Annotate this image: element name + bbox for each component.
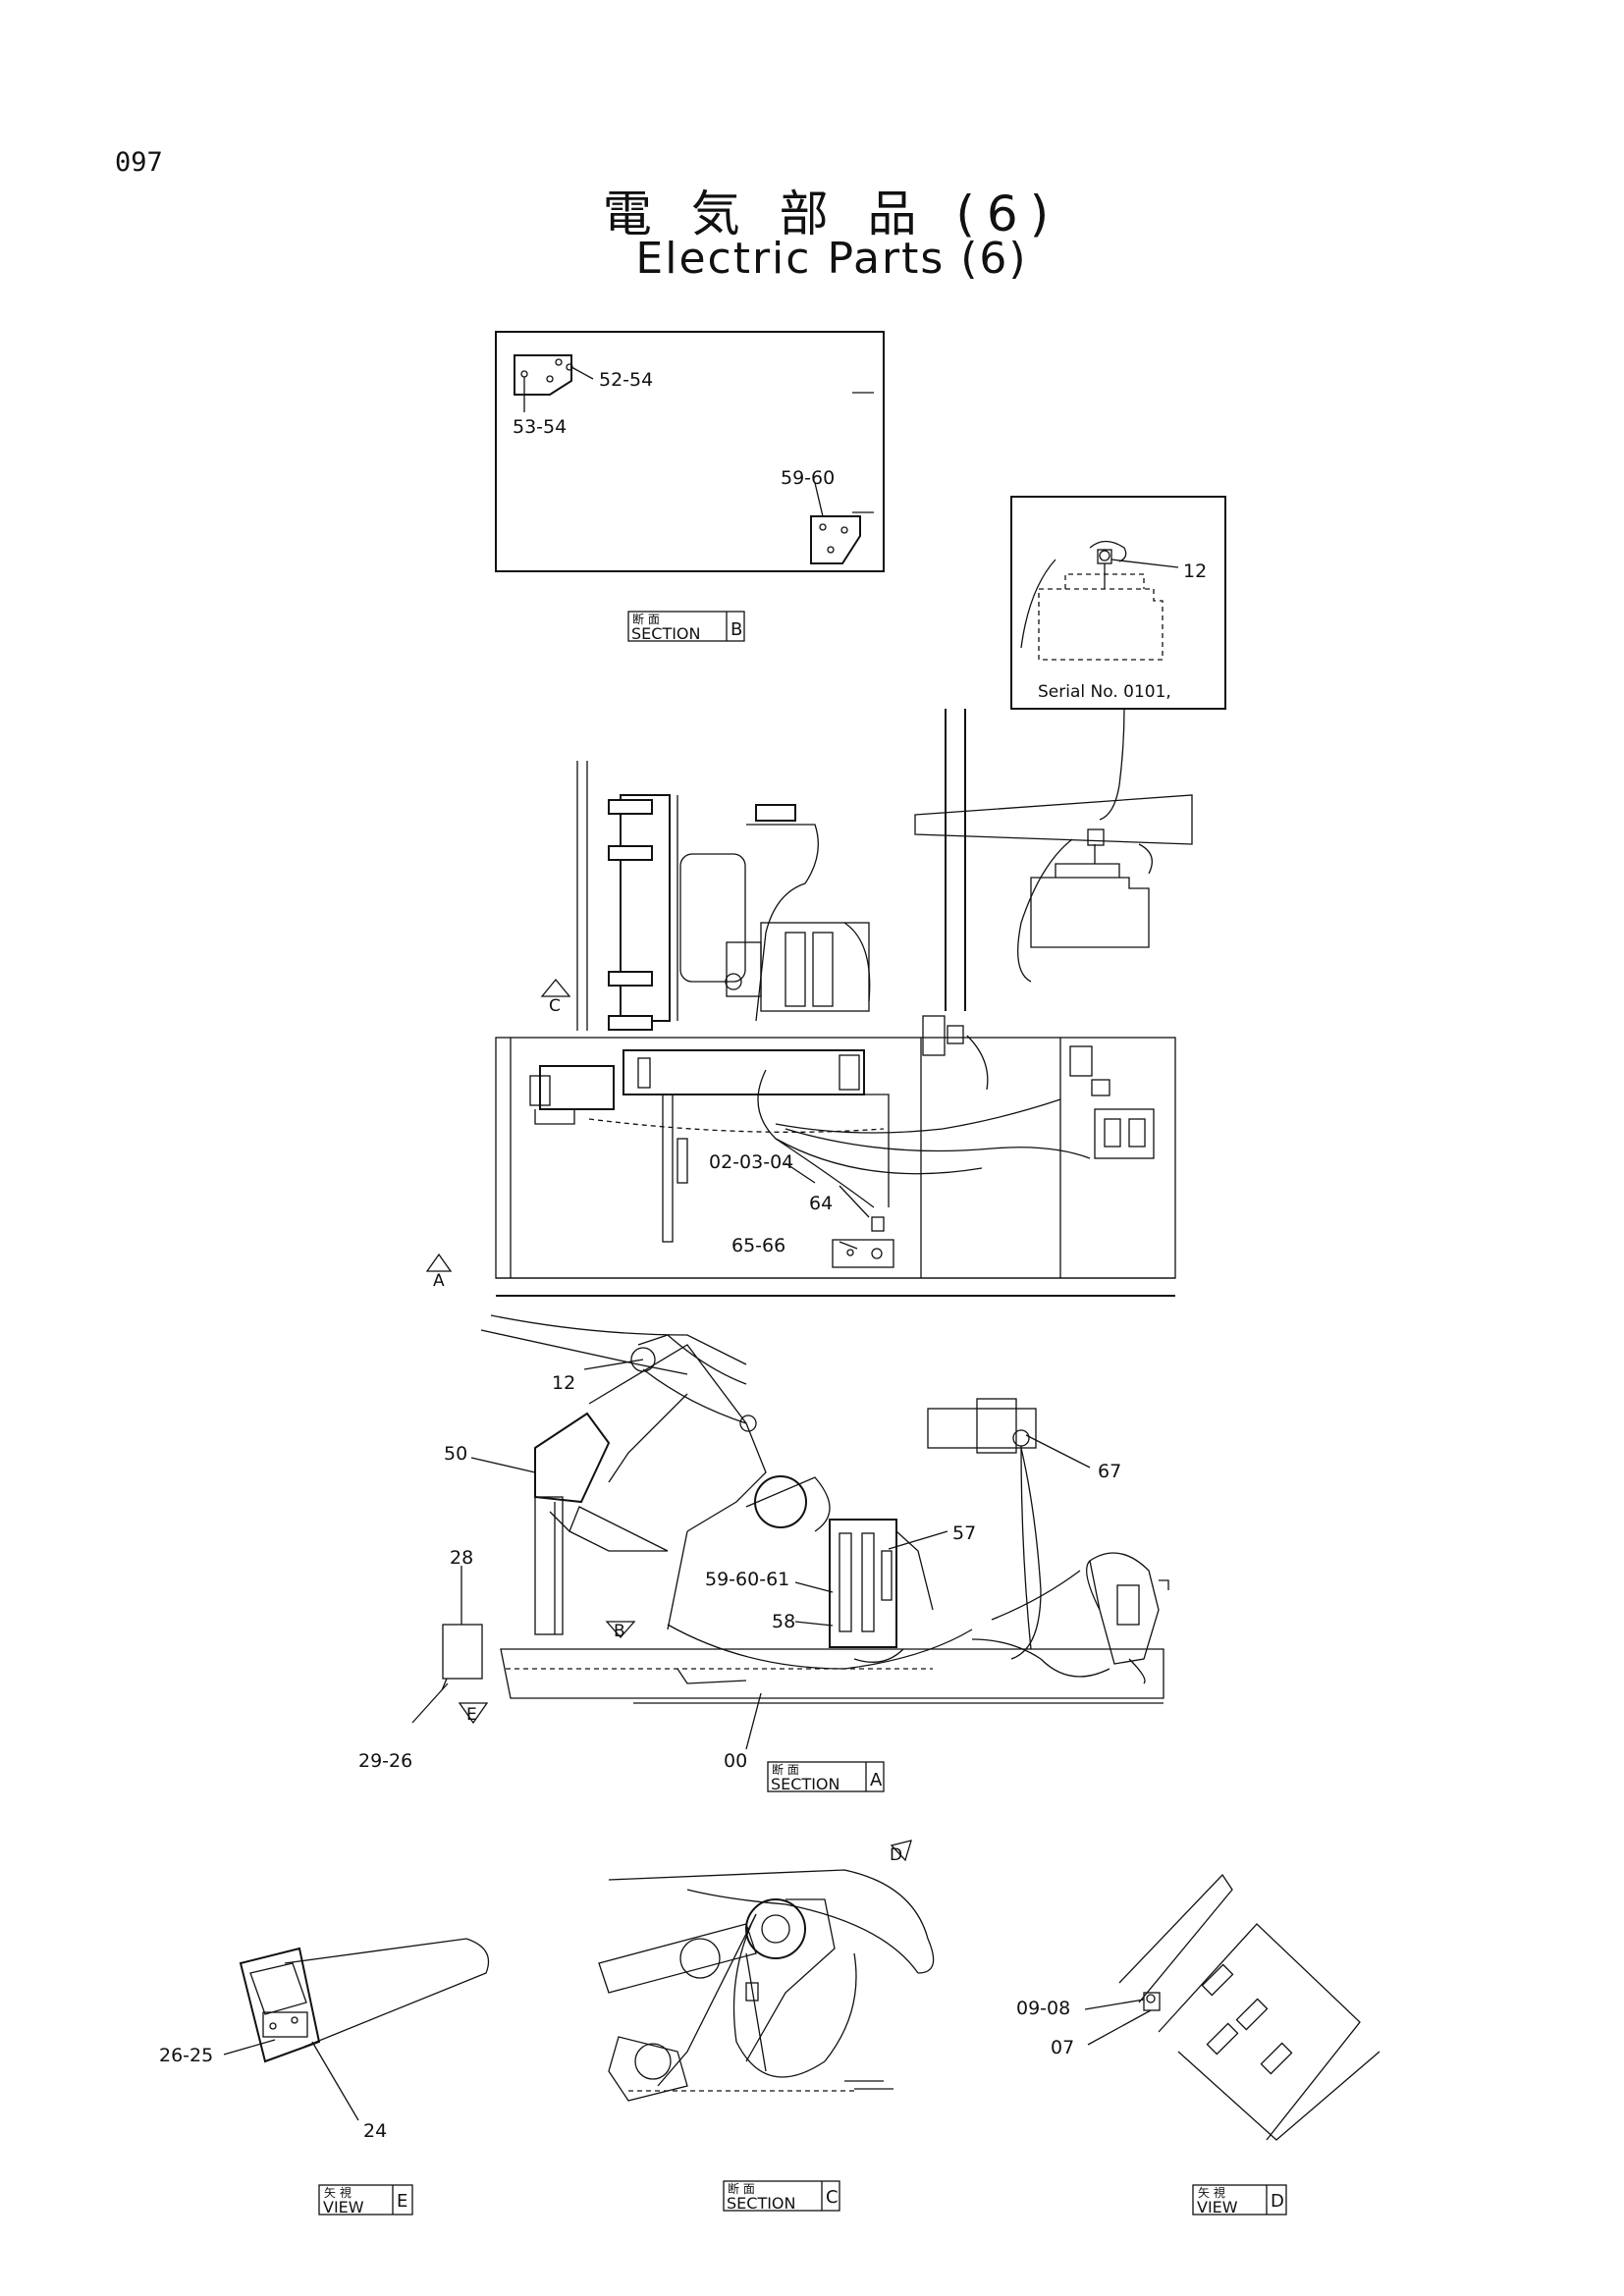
- label-12-inset: 12: [1183, 561, 1207, 582]
- label-53-54: 53-54: [513, 416, 567, 438]
- label-65-66: 65-66: [731, 1235, 785, 1256]
- caption-section-a: 断 面 SECTION A: [767, 1761, 885, 1793]
- svg-text:矢 視: 矢 視: [324, 2185, 352, 2200]
- serial-number-inset: 12 Serial No. 0101,: [1010, 496, 1226, 821]
- caption-section-c: 断 面 SECTION C: [723, 2180, 840, 2213]
- view-marker-c: C: [540, 978, 571, 1016]
- view-e-detail: 26-25 24: [159, 1938, 490, 2142]
- view-marker-d: D: [890, 1840, 912, 1865]
- label-29-26: 29-26: [358, 1750, 412, 1772]
- svg-text:D: D: [1271, 2191, 1284, 2212]
- svg-text:E: E: [466, 1705, 477, 1725]
- page-number: 097: [115, 147, 163, 178]
- label-24: 24: [363, 2120, 387, 2142]
- svg-text:VIEW: VIEW: [323, 2198, 364, 2216]
- caption-view-d: 矢 視 VIEW D: [1192, 2184, 1287, 2216]
- view-marker-e: E: [458, 1702, 489, 1725]
- label-02-03-04: 02-03-04: [709, 1151, 793, 1173]
- label-12-main: 12: [552, 1372, 575, 1394]
- view-marker-b: B: [605, 1621, 636, 1641]
- section-a-side-view: 12 50 28 29-26 57 67 59-60-61 58 00 B E: [358, 1314, 1169, 1772]
- label-59-60-61: 59-60-61: [705, 1569, 789, 1590]
- label-50: 50: [444, 1443, 467, 1465]
- svg-text:断 面: 断 面: [632, 612, 660, 626]
- svg-text:B: B: [614, 1622, 625, 1641]
- caption-view-e: 矢 視 VIEW E: [318, 2184, 413, 2216]
- svg-text:B: B: [731, 619, 742, 640]
- svg-text:SECTION: SECTION: [771, 1775, 840, 1793]
- label-09-08: 09-08: [1016, 1998, 1070, 2019]
- svg-text:矢 視: 矢 視: [1198, 2185, 1225, 2200]
- serial-number-text: Serial No. 0101,: [1038, 682, 1171, 702]
- section-b-detail: 52-54 53-54 59-60: [495, 331, 885, 572]
- svg-text:断 面: 断 面: [772, 1762, 799, 1777]
- label-07: 07: [1051, 2037, 1074, 2058]
- main-machine-view: 02-03-04 64 65-66 C A: [425, 709, 1193, 1297]
- svg-text:SECTION: SECTION: [631, 624, 701, 643]
- svg-text:A: A: [433, 1271, 445, 1291]
- view-d-detail: 09-08 07: [1016, 1873, 1380, 2141]
- label-57: 57: [952, 1522, 976, 1544]
- label-28: 28: [450, 1547, 473, 1569]
- caption-section-b: 断 面 SECTION B: [627, 611, 745, 643]
- label-59-60: 59-60: [781, 467, 835, 489]
- svg-text:断 面: 断 面: [728, 2181, 755, 2196]
- label-67: 67: [1098, 1461, 1121, 1482]
- svg-text:A: A: [870, 1770, 883, 1790]
- svg-text:C: C: [549, 996, 561, 1016]
- page-title-japanese: 電 気 部 品 (6): [602, 186, 1061, 242]
- view-marker-a: A: [425, 1253, 453, 1291]
- svg-text:D: D: [890, 1845, 902, 1865]
- section-c-detail: D: [598, 1840, 935, 2102]
- label-58: 58: [772, 1611, 795, 1632]
- label-52-54: 52-54: [599, 369, 653, 391]
- label-64: 64: [809, 1193, 833, 1214]
- page-title-english: Electric Parts (6): [635, 234, 1028, 284]
- svg-text:VIEW: VIEW: [1197, 2198, 1238, 2216]
- svg-text:SECTION: SECTION: [727, 2194, 796, 2213]
- svg-text:C: C: [826, 2187, 839, 2208]
- label-00: 00: [724, 1750, 747, 1772]
- svg-text:E: E: [397, 2191, 407, 2212]
- label-26-25: 26-25: [159, 2045, 213, 2066]
